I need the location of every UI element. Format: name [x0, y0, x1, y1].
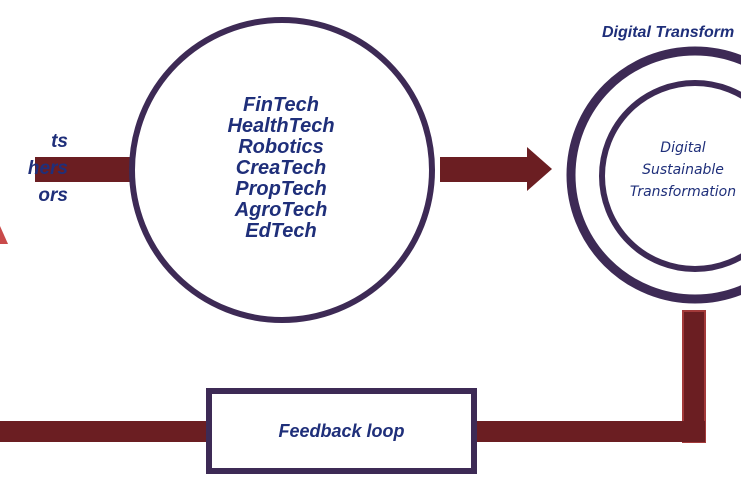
outer-ring-label: Digital Transform: [602, 24, 735, 41]
feedback-loop-label: Feedback loop: [278, 420, 405, 441]
center-item: FinTech: [243, 94, 319, 116]
connector-center-to-right: [440, 157, 528, 182]
left-arrow-tip: [0, 226, 8, 244]
center-circle: [129, 17, 435, 323]
center-item: Robotics: [238, 136, 324, 158]
feedback-horizontal-left: [0, 421, 212, 442]
center-circle-list: FinTech HealthTech Robotics CreaTech Pro…: [191, 95, 371, 242]
feedback-horizontal-right: [470, 421, 705, 442]
inner-circle: [599, 80, 741, 272]
left-label-3: ors: [38, 185, 68, 206]
arrow-head-right: [527, 147, 552, 191]
inner-line-3: Transformation: [629, 184, 737, 200]
feedback-loop-box: Feedback loop: [206, 388, 477, 474]
center-item: CreaTech: [235, 157, 327, 179]
connector-left-to-center: [35, 157, 135, 182]
center-item: PropTech: [235, 178, 327, 200]
center-item: HealthTech: [227, 115, 335, 137]
inner-line-1: Digital: [660, 140, 706, 156]
left-label-2: hers: [27, 158, 68, 179]
left-partial-labels: ts hers ors: [0, 128, 68, 209]
center-item: AgroTech: [234, 199, 328, 221]
center-item: EdTech: [245, 220, 317, 242]
left-label-1: ts: [51, 131, 68, 152]
inner-line-2: Sustainable: [642, 162, 724, 178]
inner-circle-text: Digital Sustainable Transformation: [608, 137, 741, 203]
